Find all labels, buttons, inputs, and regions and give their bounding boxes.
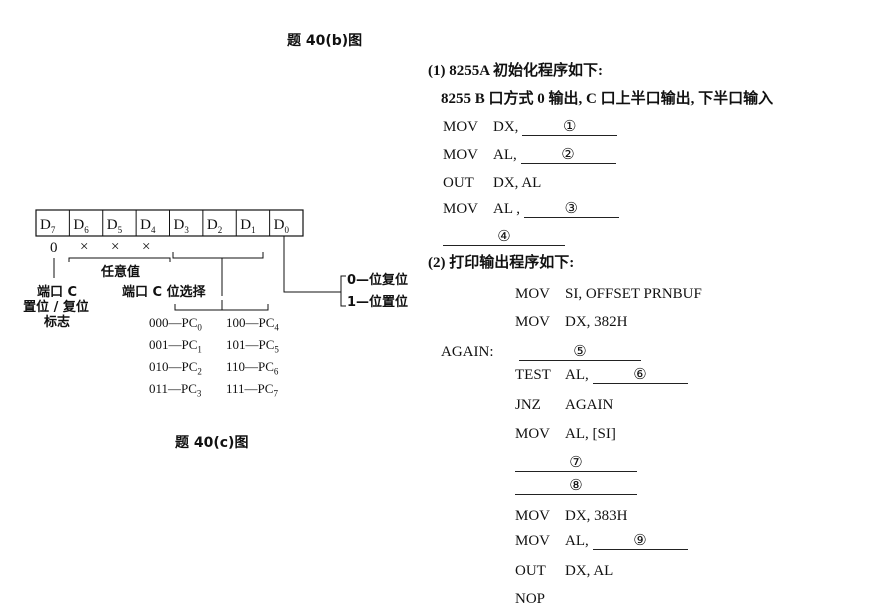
opcode: MOV	[515, 314, 551, 330]
operand: DX, AL	[565, 563, 614, 579]
opcode: MOV	[443, 147, 479, 163]
code-line: MOV DX, ①	[443, 118, 618, 136]
code-line: MOV SI, OFFSET PRNBUF	[515, 285, 702, 303]
answer-blank[interactable]: ④	[443, 229, 565, 246]
code-line: MOV AL, ②	[443, 146, 616, 164]
dont-care-mark-d5: ×	[111, 239, 120, 255]
bit-code: 100—PC4	[226, 315, 279, 333]
code-line: MOV DX, 383H	[515, 507, 628, 525]
code-line: MOV AL, [SI]	[515, 425, 616, 443]
bit-label-d1: D1	[240, 217, 255, 235]
bit-label-d6: D6	[73, 217, 89, 235]
code-line: ⑦	[515, 454, 637, 472]
bit-code: 010—PC2	[149, 359, 202, 377]
flag-label-line-1: 端口 C	[37, 285, 78, 300]
operand: AL, [SI]	[565, 426, 616, 442]
operand: AL,	[565, 533, 593, 549]
opcode: OUT	[443, 175, 474, 191]
bit-label-d5: D5	[107, 217, 123, 235]
opcode: MOV	[443, 119, 479, 135]
select-label: 端口 C 位选择	[122, 285, 206, 300]
code-line: MOV DX, 382H	[515, 313, 628, 331]
code-line: OUT DX, AL	[443, 174, 541, 192]
code-line: JNZ AGAIN	[515, 396, 613, 414]
caption-fig-c: 题 40(c)图	[175, 435, 249, 451]
answer-blank[interactable]: ⑤	[519, 344, 641, 361]
opcode: JNZ	[515, 397, 541, 413]
operand: SI, OFFSET PRNBUF	[565, 286, 702, 302]
bit-label-d2: D2	[207, 217, 222, 235]
answer-blank[interactable]: ①	[522, 119, 618, 136]
dont-care-mark-d6: ×	[80, 239, 89, 255]
d0-leader	[283, 236, 341, 293]
operand: AL,	[565, 367, 593, 383]
operand: AGAIN	[565, 397, 614, 413]
bit-code: 011—PC3	[149, 381, 202, 399]
bit-code: 001—PC1	[149, 337, 202, 355]
bit-code: 110—PC6	[226, 359, 279, 377]
caption-fig-b: 题 40(b)图	[287, 33, 363, 49]
opcode: MOV	[443, 201, 479, 217]
code-line: ④	[443, 228, 565, 246]
answer-blank[interactable]: ③	[523, 201, 619, 218]
operand: AL,	[493, 147, 521, 163]
opcode: OUT	[515, 563, 546, 579]
opcode: MOV	[515, 508, 551, 524]
code-line: NOP	[515, 590, 565, 608]
bit-labels: D7 D6 D5 D4 D3 D2 D1 D0	[40, 217, 289, 235]
dont-care-bracket	[68, 257, 171, 262]
opcode: NOP	[515, 591, 546, 607]
flag-label-line-3: 标志	[43, 315, 70, 330]
code-line: TEST AL, ⑥	[515, 366, 688, 384]
label-again: AGAIN:	[441, 344, 494, 360]
code-line: ⑧	[515, 477, 637, 495]
code-line: MOV AL, ⑨	[515, 532, 688, 550]
code-line: MOV AL , ③	[443, 200, 619, 218]
opcode: MOV	[515, 533, 551, 549]
d0-options-brace	[340, 275, 346, 307]
part2-heading: (2) 打印输出程序如下:	[428, 255, 575, 271]
bit-label-d4: D4	[140, 217, 156, 235]
answer-blank[interactable]: ⑧	[515, 478, 637, 495]
operand: DX, 382H	[565, 314, 628, 330]
any-value-label: 任意值	[101, 265, 141, 280]
part1-heading: (1) 8255A 初始化程序如下:	[428, 63, 603, 79]
bit-code: 111—PC7	[226, 381, 278, 399]
code-line: OUT DX, AL	[515, 562, 613, 580]
select-bracket	[172, 252, 264, 259]
operand: AL ,	[493, 201, 524, 217]
bit-label-d0: D0	[274, 217, 290, 235]
bit-dividers	[68, 210, 271, 236]
answer-blank[interactable]: ②	[520, 147, 616, 164]
bit-label-d7: D7	[40, 217, 56, 235]
opcode: MOV	[515, 286, 551, 302]
opcode: MOV	[515, 426, 551, 442]
set-option: 1—位置位	[347, 295, 409, 310]
opcode: TEST	[515, 367, 551, 383]
reset-option: 0—位复位	[347, 273, 409, 288]
dont-care-mark-d4: ×	[142, 239, 151, 255]
bit-code: 000—PC0	[149, 315, 202, 333]
answer-blank[interactable]: ⑦	[515, 455, 637, 472]
code-line: ⑤	[519, 343, 641, 361]
answer-blank[interactable]: ⑨	[592, 533, 688, 550]
operand: DX, 383H	[565, 508, 628, 524]
operand: DX, AL	[493, 175, 542, 191]
flag-label-line-2: 置位 / 复位	[23, 300, 89, 315]
part1-description: 8255 B 口方式 0 输出, C 口上半口输出, 下半口输入	[441, 91, 774, 107]
bit-code: 101—PC5	[226, 337, 279, 355]
answer-blank[interactable]: ⑥	[592, 367, 688, 384]
bit-label-d3: D3	[174, 217, 190, 235]
d7-value: 0	[50, 240, 58, 256]
operand: DX,	[493, 119, 523, 135]
